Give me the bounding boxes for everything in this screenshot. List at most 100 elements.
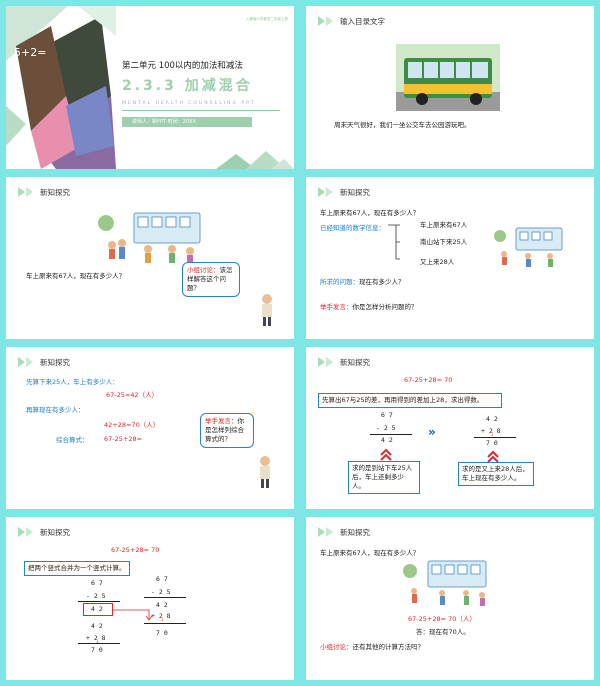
calc-rule xyxy=(144,623,186,624)
bus-stop-scene xyxy=(403,560,487,606)
slide-header: 新知探究 xyxy=(318,186,370,198)
top-equation: 67-25+28= 70 xyxy=(404,376,453,384)
combo-label: 综合算式： xyxy=(56,436,89,444)
slide-title[interactable]: 5+2= 人教版小学数学二年级上册 第二单元 100以内的加法和减法 2.3.3… xyxy=(6,6,294,169)
known-label: 已经知道的数学信息： xyxy=(320,224,385,232)
speak-bubble: 举手发言：你是怎样列综合算式的？ xyxy=(200,413,254,448)
speak-text: 你是怎样分析问题的？ xyxy=(352,303,418,311)
question-text: 车上原来有67人，现在有多少人？ xyxy=(320,549,420,557)
asked-label: 所求的问题： xyxy=(320,278,359,286)
title-photo-collage xyxy=(6,6,116,169)
slide-explore-6[interactable]: 新知探究 车上原来有67人，现在有多少人？ 67-25+28= 70（人） 答：… xyxy=(306,517,594,680)
question-text: 车上原来有67人，现在有多少人？ xyxy=(26,272,126,280)
grade-label: 人教版小学数学二年级上册 xyxy=(246,17,288,21)
calc-line: + 2 8 xyxy=(481,427,501,435)
slide-header-text: 新知探究 xyxy=(340,187,370,197)
slide-explore-4[interactable]: 新知探究 67-25+28= 70 先算出67与25的差，再用得到的差加上28，… xyxy=(306,347,594,509)
slide-outline[interactable]: 输入目录文字 周末天气很好，我们一坐公交车去公园游玩吧。 xyxy=(306,6,594,169)
info-brace xyxy=(388,224,400,260)
bubble-label: 小组讨论： xyxy=(187,266,220,274)
info-item: 南山站下来25人 xyxy=(420,238,468,246)
result-equation: 67-25+28= 70（人） xyxy=(408,615,476,623)
calc-line: + 2 8 xyxy=(86,634,106,642)
slide-header: 新知探究 xyxy=(18,526,70,538)
calc-rule xyxy=(78,643,120,644)
slide-header: 输入目录文字 xyxy=(318,15,385,27)
slide-explore-3[interactable]: 新知探究 先算下来25人，车上有多少人： 67-25=42（人） 再算现在有多少… xyxy=(6,347,294,509)
bus-caption: 周末天气很好，我们一坐公交车去公园游玩吧。 xyxy=(334,121,471,129)
calc-line: 6 7 xyxy=(381,411,393,419)
discussion-bubble: 小组讨论：该怎样解答这个问题？ xyxy=(182,262,240,297)
info-item: 又上来28人 xyxy=(420,258,455,266)
unit-title: 第二单元 100以内的加法和减法 xyxy=(122,61,243,71)
slide-explore-2[interactable]: 新知探究 车上原来有67人，现在有多少人？ 已经知道的数学信息： 车上原来有67… xyxy=(306,177,594,339)
calc-line: 4 2 xyxy=(486,415,498,423)
bubble-text: 你是怎样列综合算式的？ xyxy=(205,417,244,443)
top-equation: 67-25+28= 70 xyxy=(111,546,160,554)
slide-explore-1[interactable]: 新知探究 车上原来有67人，现在有多少人？ 小组讨论：该怎样解答这个问题？ xyxy=(6,177,294,339)
combo-equation: 67-25+28= xyxy=(104,435,143,443)
slide-header-text: 输入目录文字 xyxy=(340,16,385,26)
slide-header-text: 新知探究 xyxy=(340,527,370,537)
calc-rule xyxy=(370,434,412,435)
slide-header: 新知探究 xyxy=(18,356,70,368)
bubble-label: 举手发言： xyxy=(205,417,238,425)
calc-line: 6 7 xyxy=(91,579,103,587)
slide-header: 新知探究 xyxy=(318,526,370,538)
calc-line: - 2 5 xyxy=(151,588,171,596)
highlight-box xyxy=(83,603,113,616)
calc-line: 7 0 xyxy=(156,629,168,637)
calc-rule xyxy=(474,437,516,438)
double-right-arrow-icon: » xyxy=(428,425,436,439)
teacher-figure xyxy=(260,456,270,488)
calc-line: 4 2 xyxy=(381,436,393,444)
slide-header-text: 新知探究 xyxy=(40,357,70,367)
double-up-arrow-icon xyxy=(487,450,499,463)
subtitle: MENTAL HEALTH COUNSELING PPT xyxy=(122,101,256,106)
carry-digit: 1 xyxy=(491,432,494,437)
slide-header: 新知探究 xyxy=(318,356,370,368)
calc-line: - 2 5 xyxy=(376,424,396,432)
chevron-icon xyxy=(18,527,34,537)
step2-text: 再算现在有多少人： xyxy=(26,406,85,414)
instruction-box: 把两个竖式合并为一个竖式计算。 xyxy=(24,561,130,576)
right-explain-box: 求的是又上来28人后，车上现在有多少人。 xyxy=(458,462,534,486)
chevron-icon xyxy=(318,16,334,26)
calc-rule xyxy=(78,601,120,602)
arrow-connector xyxy=(113,609,153,621)
calc-line: 4 2 xyxy=(156,601,168,609)
lesson-title: 2.3.3 加减混合 xyxy=(122,78,253,94)
step1-text: 先算下来25人，车上有多少人： xyxy=(26,378,119,386)
calc-rule xyxy=(144,597,186,598)
slide-header-text: 新知探究 xyxy=(40,527,70,537)
double-up-arrow-icon xyxy=(380,448,392,461)
bus-stop-scene xyxy=(494,227,563,267)
slide-header-text: 新知探究 xyxy=(340,357,370,367)
chevron-icon xyxy=(318,357,334,367)
left-explain-box: 求的是到站下车25人后，车上还剩多少人。 xyxy=(348,461,420,494)
discuss-text: 还有其他的计算方法吗？ xyxy=(352,643,425,651)
bus-illustration xyxy=(396,44,500,111)
equation-2: 42+28=70（人） xyxy=(104,421,160,429)
instruction-box: 先算出67与25的差，再用得到的差加上28，求出得数。 xyxy=(318,393,502,408)
question-text: 车上原来有67人，现在有多少人？ xyxy=(320,209,420,217)
answer-text: 答：现在有70人。 xyxy=(416,628,470,636)
asked-text: 现在有多少人？ xyxy=(359,278,405,286)
carry-digit: 1 xyxy=(161,617,164,622)
chevron-icon xyxy=(18,187,34,197)
discuss-label: 小组讨论： xyxy=(320,643,353,651)
calc-line: 7 0 xyxy=(486,439,498,447)
calc-line: + 2 8 xyxy=(151,612,171,620)
calc-line: 6 7 xyxy=(156,575,168,583)
slide-header-text: 新知探究 xyxy=(40,187,70,197)
calc-line: 4 2 xyxy=(91,605,103,613)
bubble-text: 该怎样解答这个问题？ xyxy=(187,266,233,292)
slide-explore-5[interactable]: 新知探究 67-25+28= 70 把两个竖式合并为一个竖式计算。 6 7 - … xyxy=(6,517,294,680)
carry-digit: 1 xyxy=(96,639,99,644)
equation-1: 67-25=42（人） xyxy=(106,391,159,399)
title-divider xyxy=(122,110,280,111)
bus-stop-scene xyxy=(98,209,202,265)
presenter-bar: 讲师人：新PPT 时间：20XX xyxy=(122,117,252,127)
speak-label: 举手发言： xyxy=(320,303,353,311)
teacher-figure xyxy=(262,294,272,326)
